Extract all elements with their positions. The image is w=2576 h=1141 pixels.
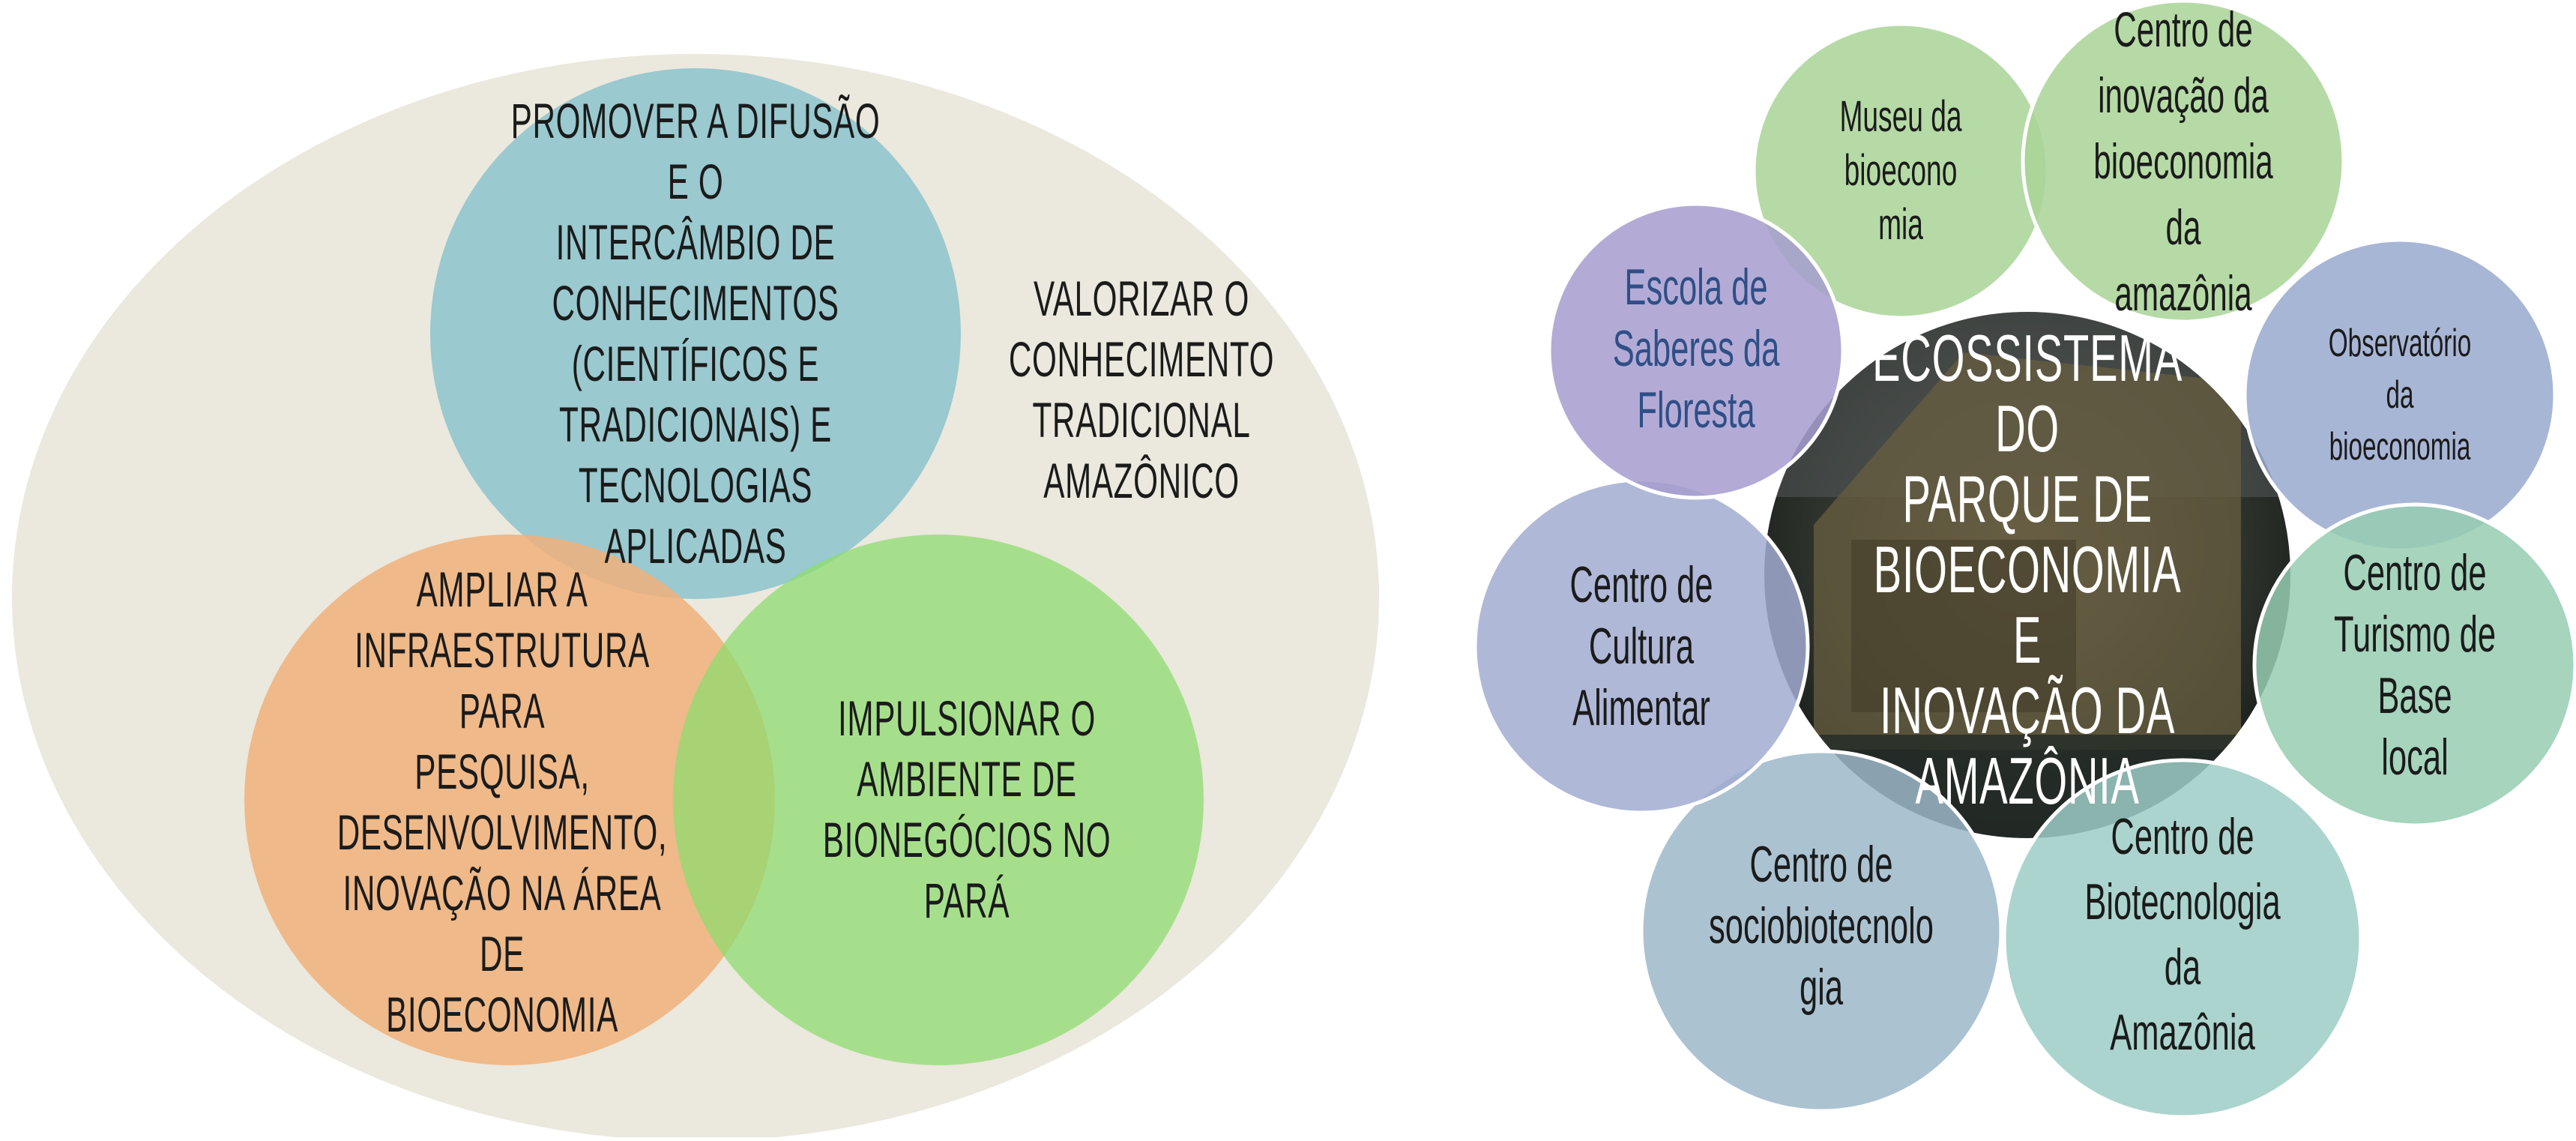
node-label-biotecnologia: Centro de Biotecnologia da Amazônia: [2084, 808, 2281, 1061]
node-circle-socio: [1639, 749, 2003, 1113]
node-label-escola: Escola de Saberes da Floresta: [1612, 259, 1780, 439]
venn-label-left: AMPLIAR A INFRAESTRUTURA PARA PESQUISA, …: [337, 562, 668, 1042]
node-label-cultura: Centro de Cultura Alimentar: [1569, 556, 1713, 736]
node-circle-escola: [1547, 202, 1845, 500]
node-label-museu: Museu da bioecono mia: [1839, 92, 1962, 249]
venn-label-top: PROMOVER A DIFUSÃO E O INTERCÂMBIO DE CO…: [511, 93, 880, 573]
node-circle-turismo: [2252, 502, 2576, 828]
center-title: ECOSSISTEMA DO PARQUE DE BIOECONOMIA E I…: [1872, 323, 2182, 816]
node-label-turismo: Centro de Turismo de Base local: [2333, 544, 2497, 786]
venn-label-right: IMPULSIONAR O AMBIENTE DE BIONEGÓCIOS NO…: [822, 690, 1111, 928]
center-photo: [1762, 310, 2293, 840]
node-circle-inovacao: [2021, 0, 2346, 324]
node-label-inovacao: Centro de inovação da bioeconomia da ama…: [2093, 1, 2273, 321]
node-label-socio: Centro de sociobiotecnolo gia: [1708, 836, 1934, 1016]
venn-circle-right: [673, 535, 1204, 1065]
venn-label-background: VALORIZAR O CONHECIMENTO TRADICIONAL AMA…: [1008, 271, 1275, 508]
node-label-observatorio: Observatório da bioeconomia: [2328, 321, 2472, 469]
venn-circle-top: [430, 68, 961, 599]
venn-circle-left: [244, 535, 775, 1065]
node-circle-biotecnologia: [2002, 758, 2363, 1119]
